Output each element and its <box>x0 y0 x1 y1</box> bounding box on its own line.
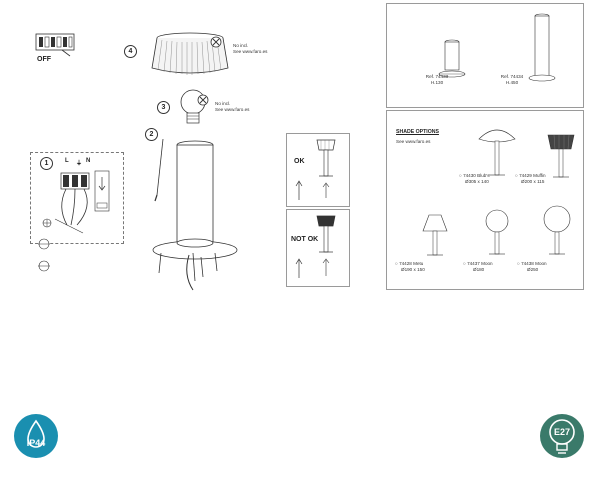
shade-option-size: Ø250 <box>527 266 539 272</box>
shade-note-line-2: See www.faro.es <box>233 48 268 54</box>
wire-label-live: L <box>65 158 69 164</box>
bollard-post-illustration <box>152 138 238 291</box>
shade-option-size: Ø180 <box>473 266 485 272</box>
shade-metu-icon <box>422 214 448 256</box>
switch-state-label: OFF <box>37 56 51 63</box>
switch-off-illustration: OFF <box>34 30 78 64</box>
shade-option-ref: 74428 <box>399 261 412 266</box>
cable-icon <box>38 238 50 272</box>
reference-tall-code: Ref. 74434 <box>500 74 524 79</box>
radio-icon[interactable]: ○ <box>395 261 398 266</box>
shade-moon-small-icon <box>485 209 509 255</box>
ok-mounting-icon <box>316 139 336 198</box>
reference-short-height: H.130 <box>430 79 444 85</box>
install-not-ok-panel: NOT OK <box>286 209 350 287</box>
tall-post-icon <box>528 13 556 82</box>
water-drop-icon <box>27 419 45 448</box>
shade-option-ref: 74429 <box>519 173 532 178</box>
terminal-block-icon <box>42 170 110 234</box>
install-ok-panel: OK <box>286 133 350 207</box>
shade-option-metu: ○ 74428 Metu Ø190 x 150 <box>395 261 425 272</box>
shade-option-size: Ø305 x 140 <box>465 178 489 184</box>
shade-option-ref: 74430 <box>463 173 476 178</box>
shade-option-moon-250: ○ 74438 Moon Ø250 <box>517 261 547 272</box>
shade-option-muffin: ○ 74429 Muffin Ø200 x 115 <box>515 173 546 184</box>
short-post-icon <box>438 39 466 78</box>
step-3-marker: 3 <box>157 101 170 114</box>
shade-note: No incl. See www.faro.es <box>233 43 267 54</box>
shade-option-name: Metu <box>413 261 424 266</box>
shade-option-moon-180: ○ 74437 Moon Ø180 <box>463 261 493 272</box>
arrow-up-icon <box>295 180 303 200</box>
wire-label-neutral: N <box>86 158 91 164</box>
shade-option-blubs: ○ 74430 Blub's Ø305 x 140 <box>459 173 490 184</box>
radio-icon[interactable]: ○ <box>515 173 518 178</box>
shade-muffin-icon <box>547 134 575 178</box>
shade-option-size: Ø200 x 115 <box>521 178 545 184</box>
reference-tall: Ref. 74434 H.450 <box>492 74 532 85</box>
shade-option-size: Ø190 x 150 <box>401 266 425 272</box>
shade-option-ref: 74437 <box>467 261 480 266</box>
shade-options-panel: SHADE OPTIONS See www.faro.es ○ 74430 Bl… <box>386 110 584 290</box>
shade-option-name: Moon <box>481 261 493 266</box>
bulb-socket-icon <box>549 419 575 454</box>
radio-icon[interactable]: ○ <box>463 261 466 266</box>
ip-rating-label: IP44 <box>26 438 46 448</box>
bulb-icon <box>180 89 209 124</box>
step-2-marker: 2 <box>145 128 158 141</box>
wiring-detail-box: 1 L ⏚ N <box>30 152 124 244</box>
reference-short: Ref. 74433 H.130 <box>417 74 457 85</box>
e27-badge: E27 <box>540 414 584 458</box>
reference-tall-height: H.450 <box>505 79 519 85</box>
shade-moon-large-icon <box>543 205 571 255</box>
ip44-badge: IP44 <box>14 414 58 458</box>
reference-short-code: Ref. 74433 <box>425 74 449 79</box>
not-ok-label: NOT OK <box>291 236 319 243</box>
arrow-up-icon <box>295 258 303 278</box>
bulb-note-line-1: No incl. <box>215 101 231 106</box>
radio-icon[interactable]: ○ <box>517 261 520 266</box>
shade-note-line-1: No incl. <box>233 43 249 48</box>
step-1-marker: 1 <box>40 157 53 170</box>
pleated-shade-icon <box>151 32 229 75</box>
step-4-marker: 4 <box>124 45 137 58</box>
shade-blubs-icon <box>478 129 516 176</box>
shade-option-name: Muffin <box>533 173 546 178</box>
references-panel: Ref. 74433 H.130 Ref. 74434 H.450 <box>386 3 584 108</box>
radio-icon[interactable]: ○ <box>459 173 462 178</box>
socket-label: E27 <box>553 427 570 437</box>
shade-option-ref: 74438 <box>521 261 534 266</box>
bulb-note-line-2: See www.faro.es <box>215 106 250 112</box>
shade-option-name: Moon <box>535 261 547 266</box>
shade-options-title: SHADE OPTIONS <box>396 129 439 135</box>
circuit-breaker-icon <box>35 33 75 57</box>
shade-options-subtitle: See www.faro.es <box>396 139 431 144</box>
ok-label: OK <box>294 158 305 165</box>
not-ok-mounting-icon <box>316 215 336 276</box>
bulb-note: No incl. See www.faro.es <box>215 101 249 112</box>
shade-option-name: Blub's <box>477 173 490 178</box>
wire-label-earth: ⏚ <box>76 161 83 167</box>
